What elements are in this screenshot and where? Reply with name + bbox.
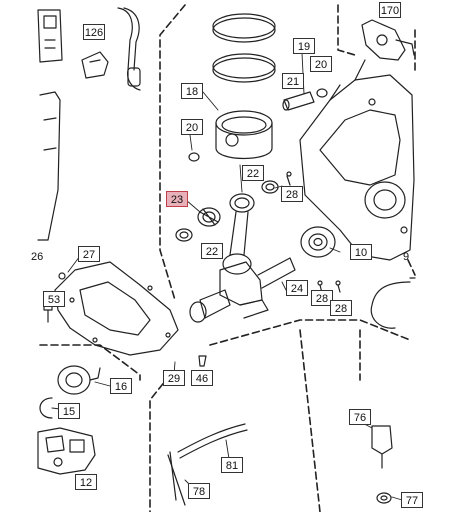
piston-pin [282,91,315,111]
nut-77 [376,492,392,504]
crankcase-gasket [54,261,179,356]
oil-pump [37,427,96,475]
brake-handle [37,91,61,241]
circlip-left [188,152,200,162]
fuel-hose [370,277,416,329]
part-label-22-bottom: 22 [201,243,223,259]
part-label-12: 12 [75,474,97,490]
housing-170 [361,19,415,61]
part-label-29: 29 [163,370,185,386]
part-label-28-top: 28 [281,186,303,202]
part-label-81: 81 [221,457,243,473]
piston [215,110,273,160]
thrust-washer-bottom [175,228,193,242]
main-bearing [300,226,336,258]
part-label-76: 76 [349,409,371,425]
part-label-27: 27 [78,246,100,262]
part-label-19: 19 [293,38,315,54]
rod-78 [167,454,186,506]
needle-bearing [197,207,221,227]
piston-rings [212,13,276,83]
oil-tube [169,423,248,501]
part-label-18: 18 [181,83,203,99]
spanner-tool [37,9,63,63]
dowel-pins [286,171,341,294]
edge-label-9: 9 [403,251,410,263]
clip-126 [81,51,109,79]
buffer-76 [371,425,393,469]
part-label-20-left: 20 [181,119,203,135]
thrust-washer-top [261,180,279,194]
edge-label-26: 26 [31,251,44,263]
circlip-top [316,88,328,98]
small-oring [58,272,66,280]
part-label-15: 15 [58,403,80,419]
part-label-16: 16 [110,378,132,394]
part-label-170: 170 [379,2,401,18]
part-label-28-mid: 28 [311,290,333,306]
seal-15 [39,397,53,419]
part-label-78: 78 [188,483,210,499]
part-label-21: 21 [282,73,304,89]
part-label-10: 10 [350,244,372,260]
part-label-23-highlighted: 23 [166,191,188,207]
part-label-46: 46 [191,370,213,386]
bearing-16 [57,365,101,395]
part-label-126: 126 [83,24,105,40]
part-label-20-top: 20 [310,56,332,72]
part-label-24: 24 [286,280,308,296]
part-label-22-top: 22 [242,165,264,181]
crankshaft [189,257,296,323]
part-label-77: 77 [401,492,423,508]
part-label-53: 53 [43,291,65,307]
part-label-28-right: 28 [330,300,352,316]
connecting-rod [222,193,255,275]
throttle-cable [117,7,141,91]
pin-46 [198,355,207,367]
leader-lines [46,52,403,501]
crankcase [299,59,415,261]
